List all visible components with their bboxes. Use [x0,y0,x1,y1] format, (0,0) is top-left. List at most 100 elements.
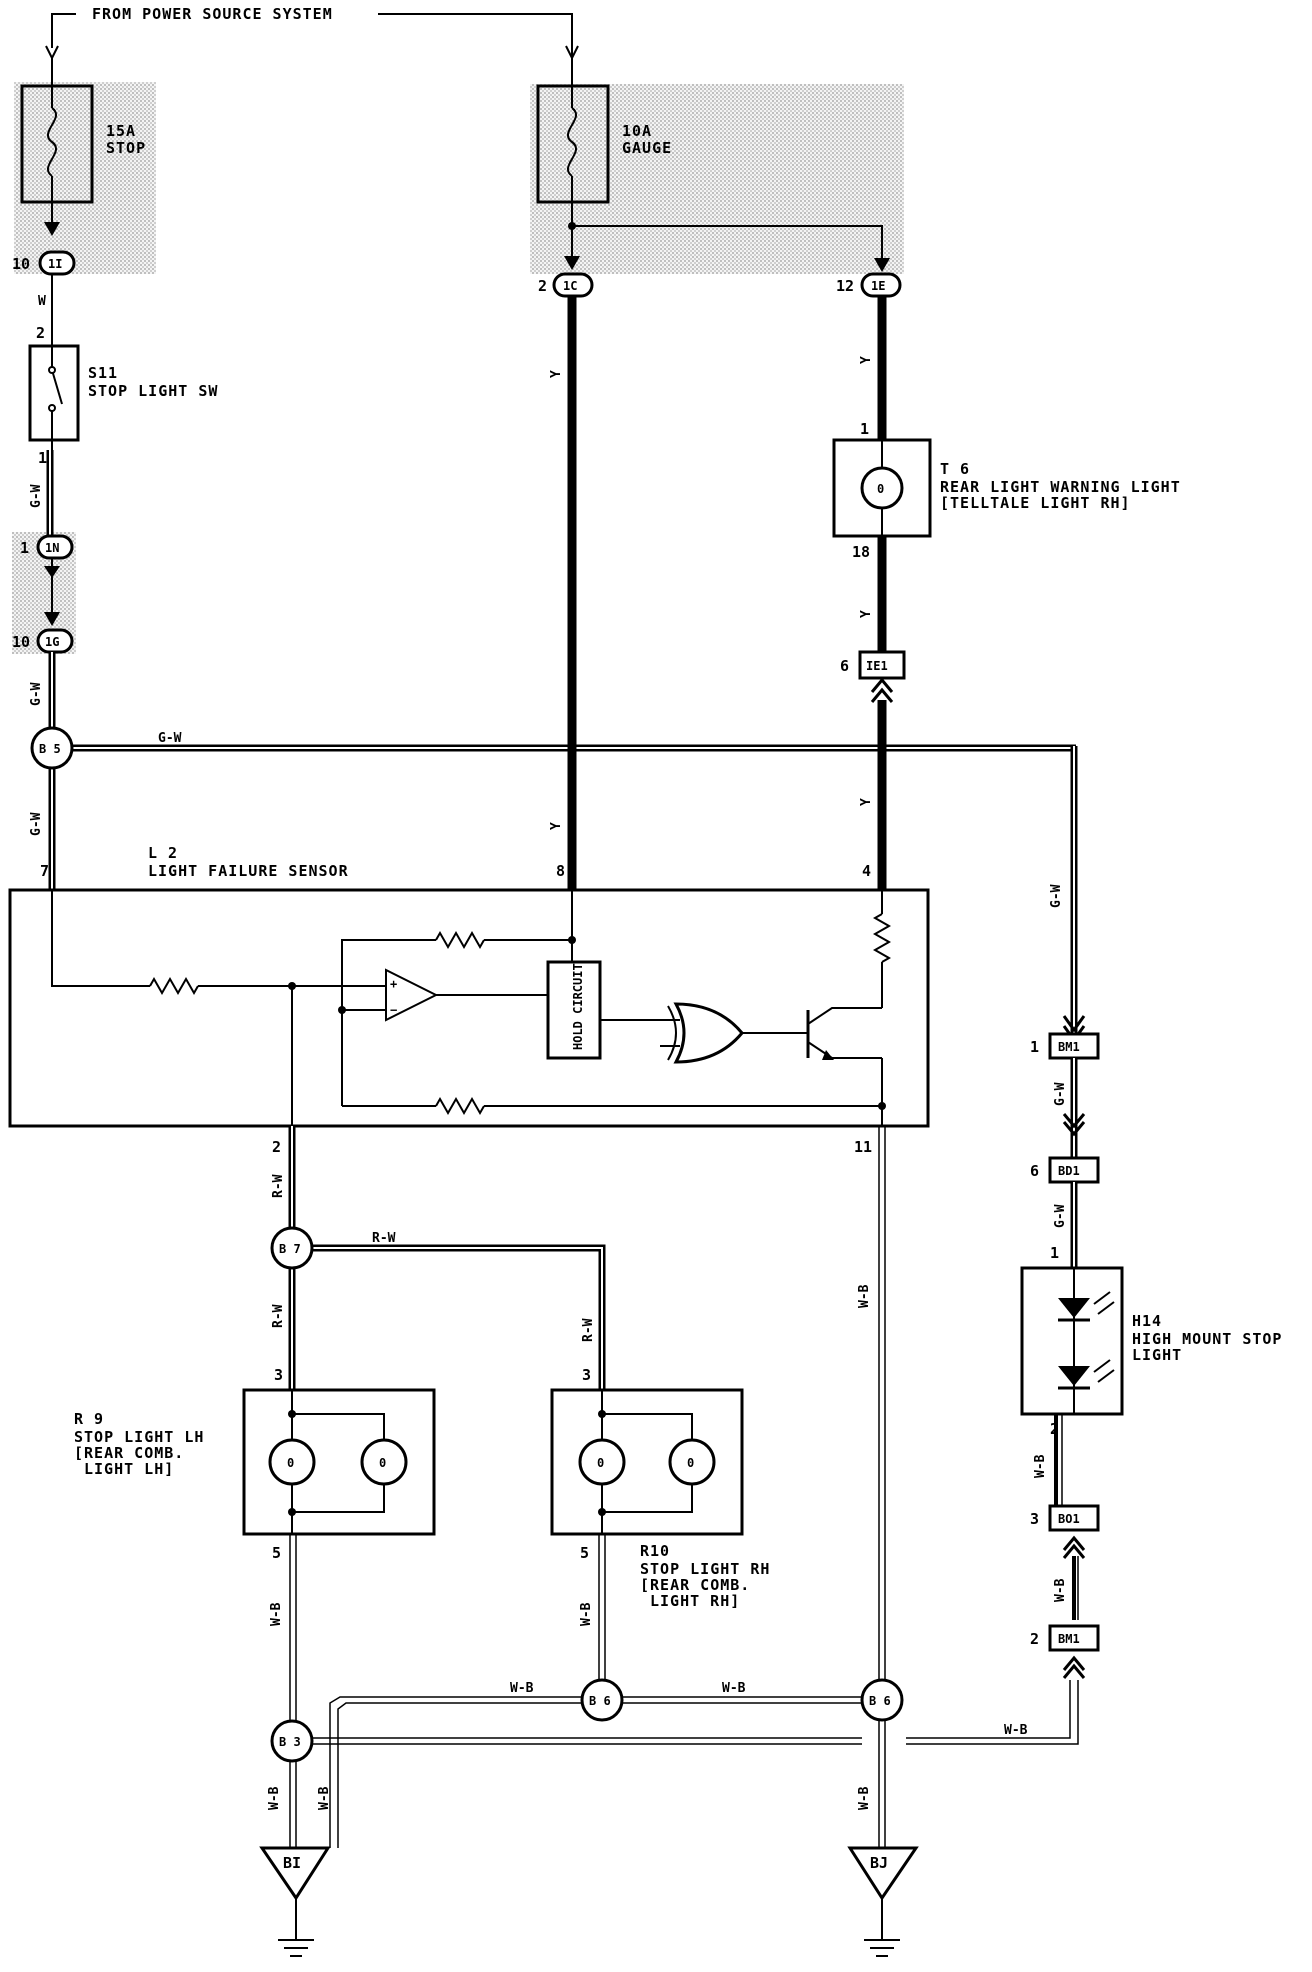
t6-bulb-mark: 0 [877,482,884,496]
r10-pin-top: 3 [582,1366,591,1384]
connector-1E-id: 1E [871,279,885,293]
ground-wiring [289,1126,1079,1848]
rear-light-warning-light-t6: 0 1 18 T 6 REAR LIGHT WARNING LIGHT [TEL… [832,420,1180,561]
fuse-panel-shade-left [14,82,156,274]
connector-ie1: 6 IE1 [840,650,906,703]
hold-circuit-label: HOLD CIRCUIT [571,963,585,1050]
wire-label-gw-2: G-W [29,682,44,706]
power-source-label: FROM POWER SOURCE SYSTEM [92,5,333,23]
light-failure-sensor-l2: L 2 LIGHT FAILURE SENSOR 7 8 4 + − HOLD … [8,844,930,1160]
wire-label-wb-b3a: W-B [267,1786,282,1810]
l2-id: L 2 [148,844,178,862]
connector-1C-pin: 2 [538,277,547,295]
fuse-stop-name: STOP [106,139,146,157]
t6-id: T 6 [940,460,970,478]
wire-label-gw-6: G-W [1053,1082,1068,1106]
fuse-panel-shade-right [530,84,904,274]
wire-label-y-1: Y [549,370,564,378]
ground-bi: BI [259,1846,331,1957]
connector-1G-pin: 10 [12,633,30,651]
connector-1G-id: 1G [45,635,59,649]
connector-1N: 1 1N [20,534,74,626]
h14-pin-top: 1 [1050,1244,1059,1262]
wire-label-y-5: Y [859,798,874,806]
connector-bd1-pin: 6 [1030,1162,1039,1180]
h14-name-2: LIGHT [1132,1346,1182,1364]
junction-b7: B 7 R-W R-W [270,1226,606,1390]
fuse-gauge: 10A GAUGE [536,58,883,266]
ground-bi-label: BI [283,1854,301,1872]
connector-1I: 10 1I [12,222,76,276]
fuse-stop: 15A STOP [20,58,146,232]
connector-1I-id: 1I [48,257,62,271]
wire-label-wb-h2: W-B [722,1681,746,1696]
r9-pin-bot: 5 [272,1544,281,1562]
connector-ie1-pin: 6 [840,657,849,675]
wire-label-gw-5: G-W [1049,884,1064,908]
junction-b7-label: B 7 [279,1242,301,1256]
wire-label-rw-4: R-W [581,1318,596,1342]
fuse-gauge-name: GAUGE [622,139,672,157]
opamp-minus: − [390,1003,397,1017]
junction-b6a: B 6 [580,1678,624,1722]
stop-light-rh-r10: 3 0 0 5 R10 STOP LIGHT RH [REAR COMB. LI… [550,1366,769,1610]
connector-1I-pin: 10 [12,255,30,273]
stop-light-switch-s11: 2 1 S11 STOP LIGHT SW [28,324,217,467]
wire-label-wb-h1: W-B [510,1681,534,1696]
connector-bd1-id: BD1 [1058,1164,1080,1178]
wire-label-rw-1: R-W [271,1174,286,1198]
junction-b3-label: B 3 [279,1735,301,1749]
wire-label-gw-7: G-W [1053,1204,1068,1228]
wire-label-wb-b3b: W-B [317,1786,332,1810]
l2-pin8: 8 [556,862,565,880]
wire-label-wb-r9: W-B [269,1602,284,1626]
t6-pin-bot: 18 [852,543,870,561]
high-mount-stop-light-h14: 1 2 H14 HIGH MOUNT STOP LIGHT [1020,1244,1282,1438]
r10-bulb-1: 0 [597,1456,604,1470]
s11-id: S11 [88,364,118,382]
connector-1G: 10 1G [12,628,74,654]
connector-bo1: 3 BO1 [1030,1504,1100,1559]
ground-bj: BJ [847,1846,919,1957]
s11-pin-bot: 1 [38,449,47,467]
h14-name-1: HIGH MOUNT STOP [1132,1330,1282,1348]
wire-label-y-4: Y [859,610,874,618]
t6-name-2: [TELLTALE LIGHT RH] [940,494,1131,512]
connector-bo1-id: BO1 [1058,1512,1080,1526]
wire-label-w: W [38,294,46,309]
wire-label-wb-bj: W-B [857,1786,872,1810]
wire-label-rw-2: R-W [271,1304,286,1328]
wire-label-wb-l2: W-B [857,1284,872,1308]
l2-pin2: 2 [272,1138,281,1156]
connector-bd1: 6 BD1 [1030,1156,1100,1184]
junction-b3: B 3 [270,1719,314,1763]
connector-1C: 2 1C [538,256,594,298]
wire-label-y-3: Y [859,356,874,364]
connector-1E-pin: 12 [836,277,854,295]
r9-name-3: LIGHT LH] [84,1460,174,1478]
r9-pin-top: 3 [274,1366,283,1384]
stop-light-lh-r9: 3 0 0 5 R 9 STOP LIGHT LH [REAR COMB. LI… [74,1366,436,1562]
fuse-stop-rating: 15A [106,122,136,140]
junction-b6a-label: B 6 [589,1694,611,1708]
l2-name: LIGHT FAILURE SENSOR [148,862,349,880]
h14-id: H14 [1132,1312,1162,1330]
l2-pin11: 11 [854,1138,872,1156]
wire-label-gw-4: G-W [29,812,44,836]
s11-pin-top: 2 [36,324,45,342]
connector-1C-id: 1C [563,279,577,293]
junction-b6b: B 6 [860,1678,904,1722]
wire-label-wb-h3: W-B [1004,1723,1028,1738]
wire-label-wb-h14: W-B [1033,1454,1048,1478]
r10-name-2: [REAR COMB. [640,1576,750,1594]
fuse-gauge-rating: 10A [622,122,652,140]
power-source-line: FROM POWER SOURCE SYSTEM [45,5,579,61]
junction-b5-label: B 5 [39,742,61,756]
connector-bm1-top: 1 BM1 [1030,1015,1100,1060]
wire-label-y-2: Y [549,822,564,830]
wire-label-wb-bo1: W-B [1053,1578,1068,1602]
r9-id: R 9 [74,1410,104,1428]
connector-bm1-bot-id: BM1 [1058,1632,1080,1646]
connector-1N-pin: 1 [20,539,29,557]
